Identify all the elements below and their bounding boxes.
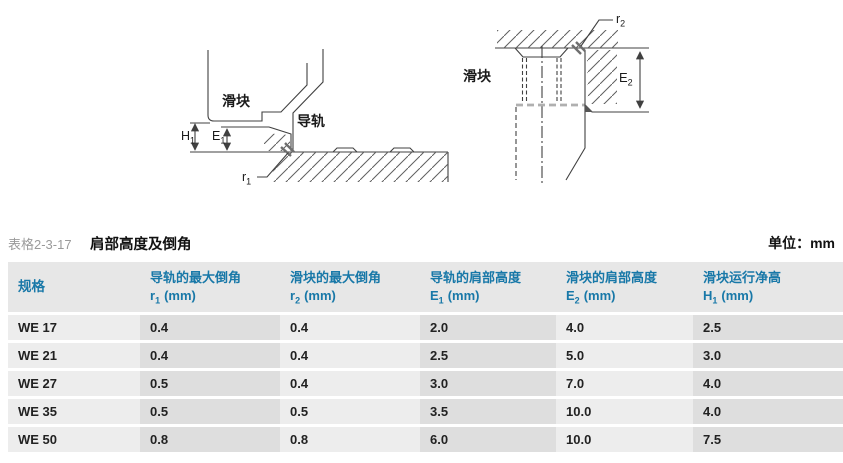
value-cell: 0.5 [140, 399, 280, 424]
slider-outline [207, 50, 308, 122]
value-cell: 3.5 [420, 399, 556, 424]
table-title-row: 单位：mm 表格2-3-17 肩部高度及倒角 [8, 233, 835, 255]
value-cell: 2.5 [693, 315, 843, 340]
col-header-e2: 滑块的肩部高度 E2(mm) [566, 270, 658, 306]
plate-hatch [497, 30, 618, 48]
unit-note: 单位：mm [768, 235, 835, 251]
shoulder-hatch [264, 133, 290, 151]
value-cell: 0.8 [140, 427, 280, 452]
bed-shoulder-outline [221, 126, 292, 151]
surface-strip-1 [332, 147, 358, 153]
value-cell: 6.0 [420, 427, 556, 452]
shoulder-strip-hatch [587, 50, 617, 104]
value-cell: 4.0 [556, 315, 693, 340]
value-cell: 0.4 [280, 371, 420, 396]
spec-cell: WE 17 [8, 315, 140, 340]
rail-label: 导轨 [297, 113, 325, 129]
value-cell: 0.4 [280, 315, 420, 340]
spec-cell: WE 27 [8, 371, 140, 396]
surface-strip-2 [389, 147, 415, 153]
col-header-h1: 滑块运行净高 H1(mm) [703, 270, 782, 306]
spec-cell: WE 21 [8, 343, 140, 368]
r1-dim-label: r1 [242, 170, 252, 187]
value-cell: 0.5 [140, 371, 280, 396]
col-header-r2: 滑块的最大倒角 r2(mm) [290, 270, 382, 306]
r2-fillet-mark [571, 41, 586, 55]
value-cell: 3.0 [420, 371, 556, 396]
spec-cell: WE 50 [8, 427, 140, 452]
slider-right-face [565, 50, 586, 181]
e1-dim-label: E1 [212, 129, 226, 146]
table-row: WE 21 0.4 0.4 2.5 5.0 3.0 [8, 343, 843, 368]
technical-diagrams: 滑块 导轨 H1 E1 r1 滑块 r2 E2 [0, 0, 843, 225]
value-cell: 2.5 [420, 343, 556, 368]
value-cell: 0.8 [280, 427, 420, 452]
bolt-hidden-lines [521, 58, 562, 103]
shoulder-bottom-line [584, 105, 649, 113]
shoulder-height-table: 规格 导轨的最大倒角 r1(mm) 滑块的最大倒角 r2(mm) 导轨的肩部高度… [8, 262, 843, 452]
value-cell: 3.0 [693, 343, 843, 368]
value-cell: 0.4 [140, 343, 280, 368]
right-slider-label: 滑块 [463, 68, 491, 84]
col-header-e1: 导轨的肩部高度 E1(mm) [430, 270, 522, 306]
spec-cell: WE 35 [8, 399, 140, 424]
diagram-geometry [190, 19, 649, 186]
r1-leader-line [257, 152, 289, 178]
value-cell: 10.0 [556, 399, 693, 424]
value-cell: 2.0 [420, 315, 556, 340]
table-caption: 肩部高度及倒角 [90, 237, 192, 253]
value-cell: 7.0 [556, 371, 693, 396]
left-slider-label: 滑块 [222, 93, 250, 109]
bed-hatch [268, 152, 448, 182]
left-section-view [190, 49, 449, 182]
h1-dim-label: H1 [181, 129, 196, 146]
table-row: WE 17 0.4 0.4 2.0 4.0 2.5 [8, 315, 843, 340]
shoulder-corner-fill [585, 104, 593, 112]
value-cell: 4.0 [693, 371, 843, 396]
value-cell: 5.0 [556, 343, 693, 368]
value-cell: 7.5 [693, 427, 843, 452]
r2-leader-line [580, 19, 613, 47]
table-number: 表格2-3-17 [8, 237, 72, 252]
e2-dim-label: E2 [619, 70, 633, 88]
right-section-view [495, 19, 649, 186]
value-cell: 0.4 [140, 315, 280, 340]
value-cell: 10.0 [556, 427, 693, 452]
value-cell: 4.0 [693, 399, 843, 424]
value-cell: 0.4 [280, 343, 420, 368]
r2-dim-label: r2 [616, 12, 626, 29]
table-row: WE 50 0.8 0.8 6.0 10.0 7.5 [8, 427, 843, 452]
value-cell: 0.5 [280, 399, 420, 424]
col-header-r1: 导轨的最大倒角 r1(mm) [150, 270, 242, 306]
col-header-spec: 规格 [18, 279, 45, 294]
table-header-row: 规格 导轨的最大倒角 r1(mm) 滑块的最大倒角 r2(mm) 导轨的肩部高度… [8, 262, 843, 312]
r1-fillet-mark [280, 142, 295, 157]
rail-outline [292, 49, 324, 152]
table-row: WE 27 0.5 0.4 3.0 7.0 4.0 [8, 371, 843, 396]
table-row: WE 35 0.5 0.5 3.5 10.0 4.0 [8, 399, 843, 424]
